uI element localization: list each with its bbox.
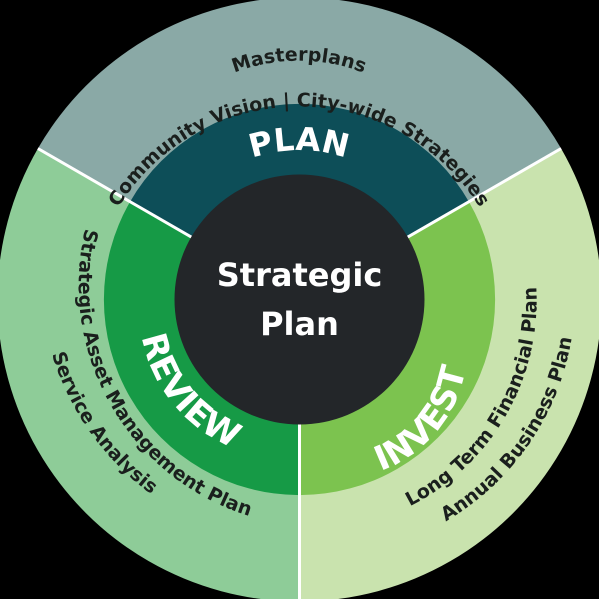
center-title-line2: Plan — [260, 305, 339, 343]
center-title-line1: Strategic — [217, 256, 383, 294]
center-circle — [174, 174, 425, 425]
plan-stage-label: PLAN — [245, 120, 353, 165]
